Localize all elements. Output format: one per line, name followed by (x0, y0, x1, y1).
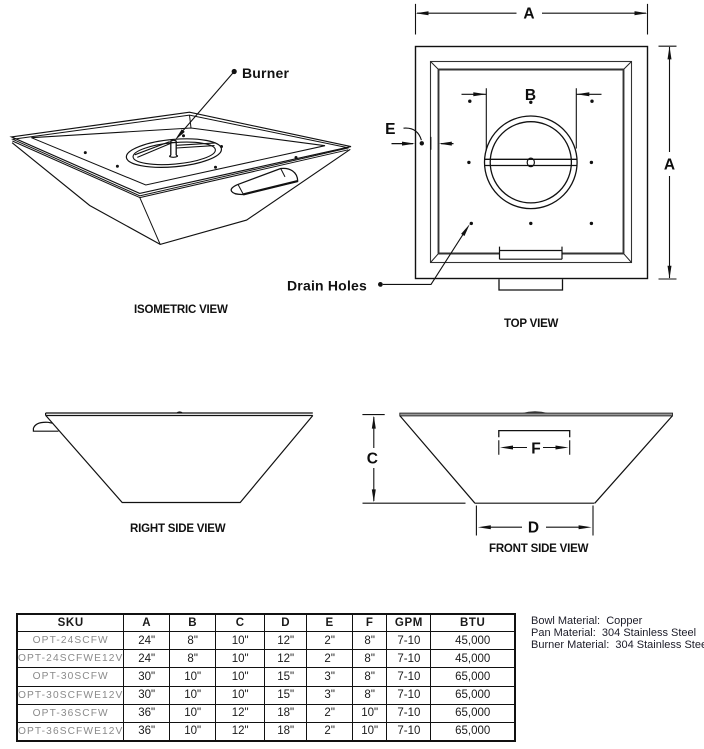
svg-text:Burner: Burner (242, 65, 289, 81)
svg-text:Drain Holes: Drain Holes (287, 277, 367, 293)
svg-text:A: A (664, 157, 675, 174)
svg-text:F: F (531, 440, 540, 457)
svg-text:D: D (528, 519, 539, 536)
svg-text:C: C (367, 451, 378, 468)
svg-text:E: E (385, 121, 395, 138)
svg-text:A: A (523, 6, 534, 23)
svg-text:B: B (525, 87, 536, 104)
